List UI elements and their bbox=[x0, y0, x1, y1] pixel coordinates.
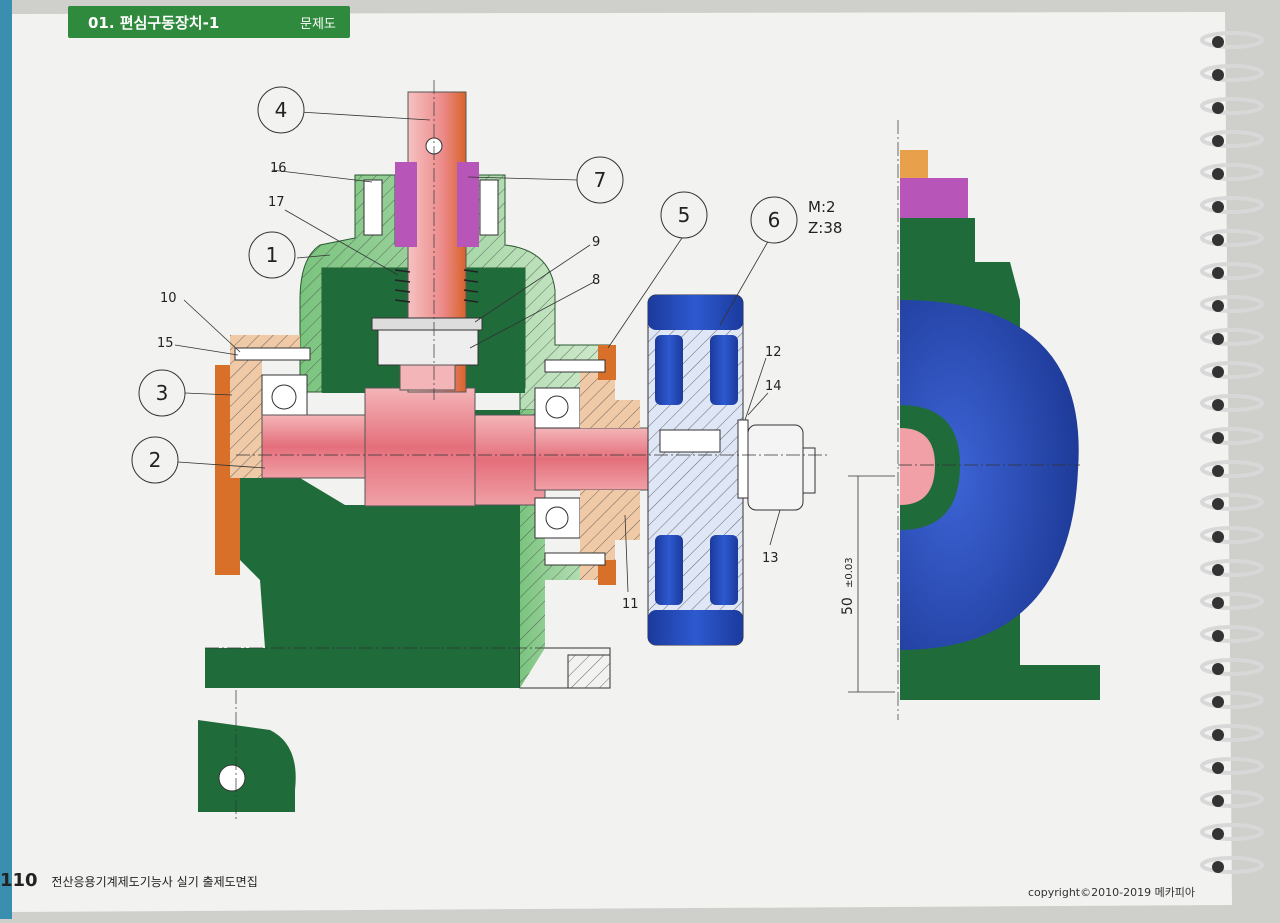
binding-ring bbox=[1200, 295, 1264, 313]
binding-hole bbox=[1212, 729, 1224, 741]
binding-ring bbox=[1200, 97, 1264, 115]
binding-ring bbox=[1200, 64, 1264, 82]
section-header: 01. 편심구동장치-1 문제도 bbox=[68, 6, 350, 38]
part-label-11: 11 bbox=[622, 597, 639, 612]
part-label-14: 14 bbox=[765, 379, 782, 394]
binding-hole bbox=[1212, 663, 1224, 675]
dimension-tolerance: ±0.03 bbox=[844, 557, 855, 588]
gear-module: M:2 bbox=[808, 198, 836, 216]
binding-ring bbox=[1200, 592, 1264, 610]
callout-4 bbox=[257, 86, 305, 134]
binding-ring bbox=[1200, 823, 1264, 841]
binding-ring bbox=[1200, 625, 1264, 643]
binding-ring bbox=[1200, 460, 1264, 478]
binding-hole bbox=[1212, 366, 1224, 378]
book-title: 전산응용기계제도기능사 실기 출제도면집 bbox=[51, 875, 258, 889]
binding-hole bbox=[1212, 168, 1224, 180]
callout-1-label: 1 bbox=[266, 243, 279, 267]
binding-hole bbox=[1212, 564, 1224, 576]
part-label-15: 15 bbox=[157, 336, 174, 351]
binding-ring bbox=[1200, 658, 1264, 676]
callout-7-label: 7 bbox=[594, 168, 607, 192]
binding-ring bbox=[1200, 493, 1264, 511]
dimension-value: 50 bbox=[840, 597, 856, 615]
part-label-10: 10 bbox=[160, 291, 177, 306]
callout-3 bbox=[138, 369, 186, 417]
binding-hole bbox=[1212, 135, 1224, 147]
binding-hole bbox=[1212, 498, 1224, 510]
binding-hole bbox=[1212, 795, 1224, 807]
binding-hole bbox=[1212, 333, 1224, 345]
binding-ring bbox=[1200, 31, 1264, 49]
binding-hole bbox=[1212, 36, 1224, 48]
binding-ring bbox=[1200, 856, 1264, 874]
binding-ring bbox=[1200, 328, 1264, 346]
callout-5-label: 5 bbox=[678, 203, 691, 227]
part-label-9: 9 bbox=[592, 235, 600, 250]
binding-ring bbox=[1200, 163, 1264, 181]
part-label-13: 13 bbox=[762, 551, 779, 566]
part-label-16: 16 bbox=[270, 161, 287, 176]
binding-hole bbox=[1212, 432, 1224, 444]
binding-ring bbox=[1200, 361, 1264, 379]
binding-hole bbox=[1212, 234, 1224, 246]
binding-ring bbox=[1200, 229, 1264, 247]
binding-ring bbox=[1200, 196, 1264, 214]
section-subtitle: 문제도 bbox=[300, 17, 336, 32]
part-label-17: 17 bbox=[268, 195, 285, 210]
gear-teeth: Z:38 bbox=[808, 219, 842, 237]
binding-hole bbox=[1212, 267, 1224, 279]
binding-hole bbox=[1212, 597, 1224, 609]
binding-hole bbox=[1212, 69, 1224, 81]
part-label-8: 8 bbox=[592, 273, 600, 288]
binding-hole bbox=[1212, 102, 1224, 114]
binding-hole bbox=[1212, 861, 1224, 873]
part-label-12: 12 bbox=[765, 345, 782, 360]
spiral-binding bbox=[1200, 31, 1264, 874]
page-edge bbox=[0, 0, 12, 919]
binding-hole bbox=[1212, 300, 1224, 312]
binding-ring bbox=[1200, 526, 1264, 544]
callout-2-label: 2 bbox=[149, 448, 162, 472]
binding-ring bbox=[1200, 757, 1264, 775]
binding-hole bbox=[1212, 201, 1224, 213]
binding-hole bbox=[1212, 630, 1224, 642]
callout-6 bbox=[750, 196, 798, 244]
binding-ring bbox=[1200, 691, 1264, 709]
binding-hole bbox=[1212, 531, 1224, 543]
binding-ring bbox=[1200, 724, 1264, 742]
binding-ring bbox=[1200, 790, 1264, 808]
page-number: 110 bbox=[0, 870, 38, 891]
binding-hole bbox=[1212, 696, 1224, 708]
binding-ring bbox=[1200, 559, 1264, 577]
binding-ring bbox=[1200, 130, 1264, 148]
binding-ring bbox=[1200, 262, 1264, 280]
binding-hole bbox=[1212, 828, 1224, 840]
binding-hole bbox=[1212, 762, 1224, 774]
footer-left: 110 전산응용기계제도기능사 실기 출제도면집 bbox=[0, 870, 258, 891]
callout-3-label: 3 bbox=[156, 381, 169, 405]
housing-body bbox=[205, 410, 520, 688]
section-title: 01. 편심구동장치-1 bbox=[88, 14, 220, 32]
callout-1 bbox=[248, 231, 296, 279]
binding-hole bbox=[1212, 399, 1224, 411]
callout-6-label: 6 bbox=[768, 208, 781, 232]
callout-5 bbox=[660, 191, 708, 239]
callout-2 bbox=[131, 436, 179, 484]
binding-ring bbox=[1200, 394, 1264, 412]
callout-4-label: 4 bbox=[275, 98, 288, 122]
copyright: copyright©2010-2019 메카피아 bbox=[1028, 886, 1196, 899]
binding-ring bbox=[1200, 427, 1264, 445]
binding-hole bbox=[1212, 465, 1224, 477]
callout-7 bbox=[576, 156, 624, 204]
